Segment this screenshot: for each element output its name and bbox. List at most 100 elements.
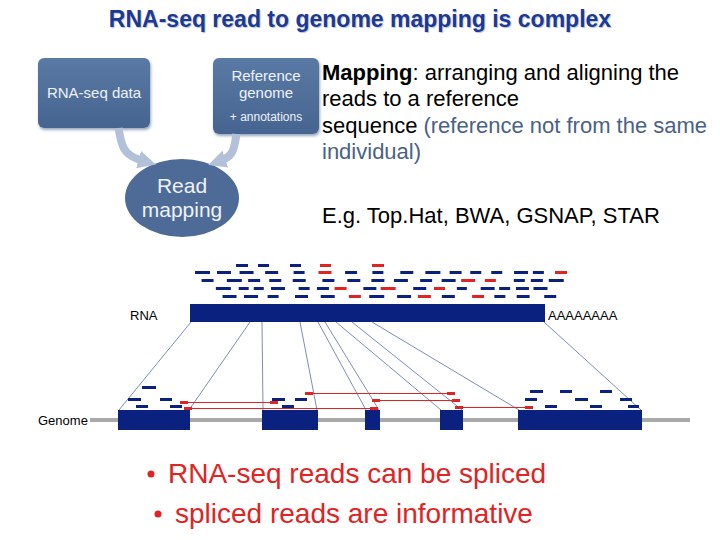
definition-part: Mapping [322,60,412,85]
mapping-line [318,322,366,410]
node-text: Read mapping [128,174,236,222]
mapping-line [300,322,317,410]
splice-junction [188,402,270,403]
read-dash [549,279,564,282]
flow-arrow [217,134,237,162]
read-dash [525,398,537,401]
polya-label: AAAAAAAA [548,308,648,324]
read-dash [485,279,496,282]
read-dash [400,271,413,274]
read-dash [516,287,529,290]
read-dash [293,279,306,282]
read-dash [457,287,467,290]
read-dash [322,279,334,282]
mapping-lines [119,322,641,410]
splice-junction [313,393,447,394]
read-dash [335,287,347,290]
read-dash [369,295,384,298]
spliced-read [184,407,378,410]
input-box: RNA-seq data [38,58,150,128]
read-dash [481,287,495,290]
read-dash [265,271,278,274]
spliced-read [180,401,278,404]
read-dash [268,295,279,298]
read-dash [295,295,308,298]
spliced-read [455,406,533,409]
read-dash [223,295,237,298]
read-dash [455,406,463,409]
tool-examples: E.g. Top.Hat, BWA, GSNAP, STAR [322,203,714,229]
read-dash [371,279,384,282]
rna-bar [190,304,545,322]
read-dash [227,279,242,282]
read-dash [320,264,331,267]
read-dash [530,390,543,393]
read-dash [434,287,445,290]
read-dash [216,287,231,290]
exon [118,410,190,430]
read-dash [531,279,543,282]
read-dash [294,271,305,274]
read-dash [363,287,376,290]
read-dash [270,401,278,404]
read-dash [295,398,307,401]
read-dash [184,407,192,410]
read-dash [372,271,383,274]
read-dash [254,287,264,290]
bullet-text: RNA-seq reads can be spliced [168,457,708,491]
spliced-read [305,392,455,395]
read-dash [470,271,481,274]
read-dash [317,287,329,290]
read-dash [345,271,357,274]
page-title: RNA-seq read to genome mapping is comple… [0,6,720,33]
read-dash [628,405,639,408]
mapping-line [119,322,191,410]
read-dash [271,287,285,290]
read-dash [272,398,285,401]
read-dash [170,405,182,408]
read-dash [491,271,502,274]
read-dash [620,398,632,401]
read-dash [560,390,572,393]
read-dash [575,398,588,401]
read-dash [244,295,258,298]
mapping-line [189,322,250,410]
input-box: Reference genome+ annotations [213,58,319,134]
read-dash [248,279,260,282]
read-dash [128,398,141,401]
read-dash [555,271,567,274]
read-dash [282,405,294,408]
read-dash [305,392,313,395]
read-dash [499,287,510,290]
splice-junction [380,400,452,401]
rna-label: RNA [130,308,180,324]
read-dash [420,279,432,282]
read-dash [321,295,335,298]
mapping-line [336,322,441,410]
ellipse-fill [125,159,239,237]
process-ellipse: Read mapping [124,158,240,238]
read-group [195,264,567,298]
splice-junction [192,408,370,409]
mapping-line [544,322,641,410]
read-dash [372,399,380,402]
read-dash [290,264,301,267]
exon [518,410,642,430]
bullet-text: spliced reads are informative [175,497,715,531]
read-dash [533,287,547,290]
read-dash [397,295,411,298]
read-dash [202,279,214,282]
exon [440,410,463,430]
read-dash [136,405,148,408]
read-group [128,386,639,410]
read-dash [258,264,269,267]
definition-text: Mapping: arranging and aligning the read… [322,60,714,166]
read-dash [442,279,456,282]
mapping-line [262,322,263,410]
node-text: + annotations [217,111,315,125]
read-dash [442,295,455,298]
read-dash [447,392,455,395]
read-dash [349,295,361,298]
bullet-dot [155,511,162,518]
exon [365,410,380,430]
